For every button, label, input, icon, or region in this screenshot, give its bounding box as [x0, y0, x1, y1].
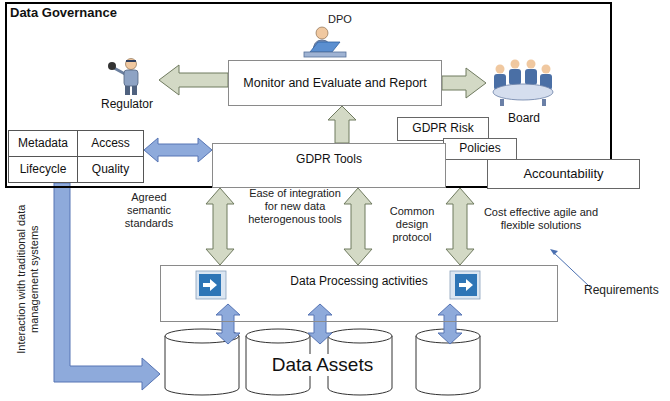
board-actor: Board [486, 56, 562, 126]
attribute-box: Lifecycle [8, 156, 78, 183]
process-box: Monitor and Evaluate and Report [228, 60, 442, 106]
stacked-box: Accountability [487, 159, 640, 189]
block-arrow [159, 65, 228, 95]
process-band: Data Processing activities [160, 265, 558, 322]
block-arrow [328, 106, 356, 143]
dpo-icon [304, 27, 346, 57]
node-text: Lifecycle [20, 163, 67, 177]
regulator-icon [108, 59, 138, 96]
node-text: Data Processing activities [290, 275, 427, 289]
double-block-arrow [216, 304, 240, 344]
regulator-actor: Regulator [95, 56, 159, 112]
requirement-label: Cost effective agile and flexible soluti… [480, 206, 602, 232]
node-text: Data Assets [269, 354, 376, 376]
node-text: GDPR Risk [412, 122, 473, 136]
node-text: Accountability [523, 167, 603, 182]
block-arrow [442, 68, 486, 98]
requirement-label: Ease of integration for new data heterog… [243, 187, 347, 227]
requirement-label: Common design protocol [381, 205, 443, 245]
node-text: Quality [92, 163, 129, 177]
double-block-arrow [438, 304, 462, 344]
node-text: Metadata [18, 137, 68, 151]
node-text: Data Governance [10, 6, 117, 21]
node-text: Regulator [101, 98, 153, 112]
double-block-arrow [344, 188, 372, 265]
node-text: GDPR Tools [296, 153, 362, 167]
data-store: Data Assets [160, 330, 485, 398]
role-label: DPO [328, 13, 362, 26]
double-block-arrow [308, 304, 332, 344]
double-block-arrow [206, 188, 234, 265]
node-text: Access [91, 137, 130, 151]
callout-label: Requirements [584, 283, 666, 297]
node-text: Policies [459, 142, 500, 156]
stacked-box: Policies [443, 138, 517, 160]
double-block-arrow [446, 188, 474, 265]
requirements-leader [550, 249, 590, 287]
requirement-label: Agreed semantic standards [116, 191, 182, 231]
requirement-label: Interaction with traditional data manage… [15, 191, 41, 367]
double-block-arrow [144, 138, 212, 162]
attribute-box: Access [77, 130, 144, 157]
node-text: Monitor and Evaluate and Report [243, 76, 426, 90]
attribute-box: Metadata [8, 130, 78, 157]
processing-icon [196, 271, 226, 299]
tools-box: GDPR Tools [212, 143, 446, 188]
processing-icon [450, 271, 480, 299]
node-text: Board [508, 112, 540, 126]
board-icon [493, 60, 553, 107]
attribute-box: Quality [77, 156, 144, 183]
